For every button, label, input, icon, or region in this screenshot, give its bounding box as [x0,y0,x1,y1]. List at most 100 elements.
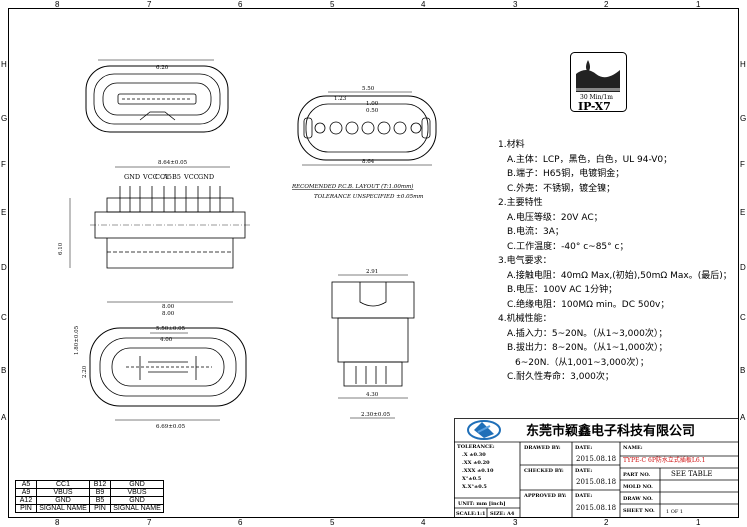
dim-side-bottom: 4.30 [366,392,379,398]
title-block: 东莞市颖鑫电子科技有限公司 TOLERANCE: .X ±0.30 .XX ±0… [454,418,739,518]
company-name: 东莞市颖鑫电子科技有限公司 [526,423,695,439]
approved-date: 2015.08.18 [576,504,616,512]
date-label: DATE: [575,468,592,474]
right-ruler: H G F E D C B A [739,8,747,518]
dim-pcb-a: 1.23 [334,96,347,102]
company-logo-icon [467,420,501,440]
dim-pcb-c: 0.50 [366,108,379,114]
spec-line: C.工作温度：-40° c~85° c； [507,241,629,252]
unit-label: UNIT: mm [inch] [458,501,506,507]
ruler-mark: E [1,208,7,217]
ruler-mark: E [740,208,746,217]
dim-front-bottom2: 8.00 [162,311,175,317]
pcb-title: RECOMENDED P.C.B. LAYOUT (T:1.00mm) [291,183,413,190]
ruler-mark: D [740,263,746,272]
checked-date: 2015.08.18 [576,478,616,486]
front-view [90,186,250,269]
drawn-date: 2015.08.18 [576,455,616,463]
table-cell: A5 [15,480,37,489]
pin-label: GND [124,173,140,181]
part-no-label: PART NO. [623,472,650,478]
part-name: TYPE-C 6P防水立式插板L6.1 [623,456,705,464]
dim-bottom-top: 5.50±0.05 [156,326,186,332]
pin-label: GND [198,173,214,181]
ruler-mark: C [1,313,7,322]
ruler-mark: 6 [238,0,243,9]
table-cell: SIGNAL NAME [36,504,90,513]
ruler-mark: 2 [604,0,609,9]
top-ruler: 8 7 6 5 4 3 2 1 [8,0,739,9]
part-no-value: SEE TABLE [671,470,712,478]
dim-side-top: 2.91 [366,269,378,275]
spec-line: B.拔出力：8~20N。（从1~1,000次）； [507,343,668,353]
ruler-mark: 3 [513,518,518,527]
dim-side-base: 2.30±0.05 [361,412,391,418]
spec-line: 4.机械性能： [498,314,552,324]
table-cell: PIN [89,504,111,513]
drawing-frame [8,8,739,518]
table-cell: GND [110,480,164,489]
pin-label: VCC [183,173,199,181]
ruler-mark: B [740,366,746,375]
table-cell: VBUS [110,488,164,497]
tolerance-row: .XXX ±0.10 [462,468,494,474]
ruler-mark: 3 [513,0,518,9]
table-cell: PIN [15,504,37,513]
ruler-mark: B [1,366,7,375]
ruler-mark: 1 [696,0,701,9]
pcb-tolerance: TOLERANCE UNSPECIFIED ±0.05mm [314,194,424,200]
sheet-value: 1 OF 1 [666,509,683,515]
dim-top-width: 6.20 [156,65,169,71]
pcb-layout-view [297,95,437,161]
spec-line: A.插入力：5~20N。（从1~3,000次）； [507,328,668,339]
dim-front-width: 8.64±0.05 [158,160,188,166]
dim-bottom-side1: 1.80±0.05 [74,325,80,355]
table-cell: A9 [15,488,37,497]
pin-table: A5 CC1 B12 GND A9 VBUS B9 VBUS A12 GND B… [15,480,164,513]
mold-no-label: MOLD NO. [623,484,653,490]
ruler-mark: A [1,413,7,422]
drawn-by-label: DRAWED BY: [524,445,561,451]
dim-bottom-width: 6.69±0.05 [156,424,186,430]
pin-label: B5 [172,173,181,181]
ruler-mark: 8 [55,518,60,527]
ruler-mark: G [740,114,747,123]
date-label: DATE: [575,493,592,499]
spec-line: C.耐久性寿命：3,000次； [507,372,614,382]
spec-line: B.电压：100V AC 1分钟； [507,285,618,295]
table-cell: VBUS [36,488,90,497]
ruler-mark: 4 [421,518,426,527]
table-cell: GND [110,496,164,505]
dim-pcb-width: 8.64 [362,159,375,165]
top-view [85,65,229,133]
ruler-mark: 6 [238,518,243,527]
sheet-no-label: SHEET NO. [623,508,655,514]
table-row: A9 VBUS B9 VBUS [15,488,164,497]
dim-bottom-side2: 2.20 [82,365,88,378]
scale-label: SCALE:1:1 [456,511,485,517]
spec-line: A.接触电阻：40mΩ Max,(初始),50mΩ Max。(最后)； [507,270,732,281]
ruler-mark: 1 [696,518,701,527]
spec-line: 2.主要特性 [498,198,543,208]
bottom-view [89,327,247,407]
dim-pcb-b: 1.00 [366,101,379,107]
bottom-ruler: 8 7 6 5 4 3 2 1 [8,518,739,527]
water-drop-icon [586,60,590,72]
pin-label: A5 [162,173,172,181]
tolerance-row: .X ±0.30 [462,452,486,458]
draw-no-label: DRAW NO. [623,496,653,502]
spec-line: A.电压等级：20V AC； [507,212,603,223]
ruler-mark: F [740,160,745,169]
checked-by-label: CHECKED BY: [524,468,564,474]
tolerance-row: X°±0.5 [462,476,482,482]
side-view [331,281,415,387]
spec-line: 1.材料 [498,140,525,150]
approved-by-label: APPROVED BY: [523,493,567,499]
ruler-mark: 8 [55,0,60,9]
table-row: A5 CC1 B12 GND [15,480,164,489]
ruler-mark: 7 [147,0,152,9]
table-cell: B5 [89,496,111,505]
ruler-mark: C [740,313,746,322]
spec-line: 6~20N.（从1,001~3,000次）； [515,357,649,368]
